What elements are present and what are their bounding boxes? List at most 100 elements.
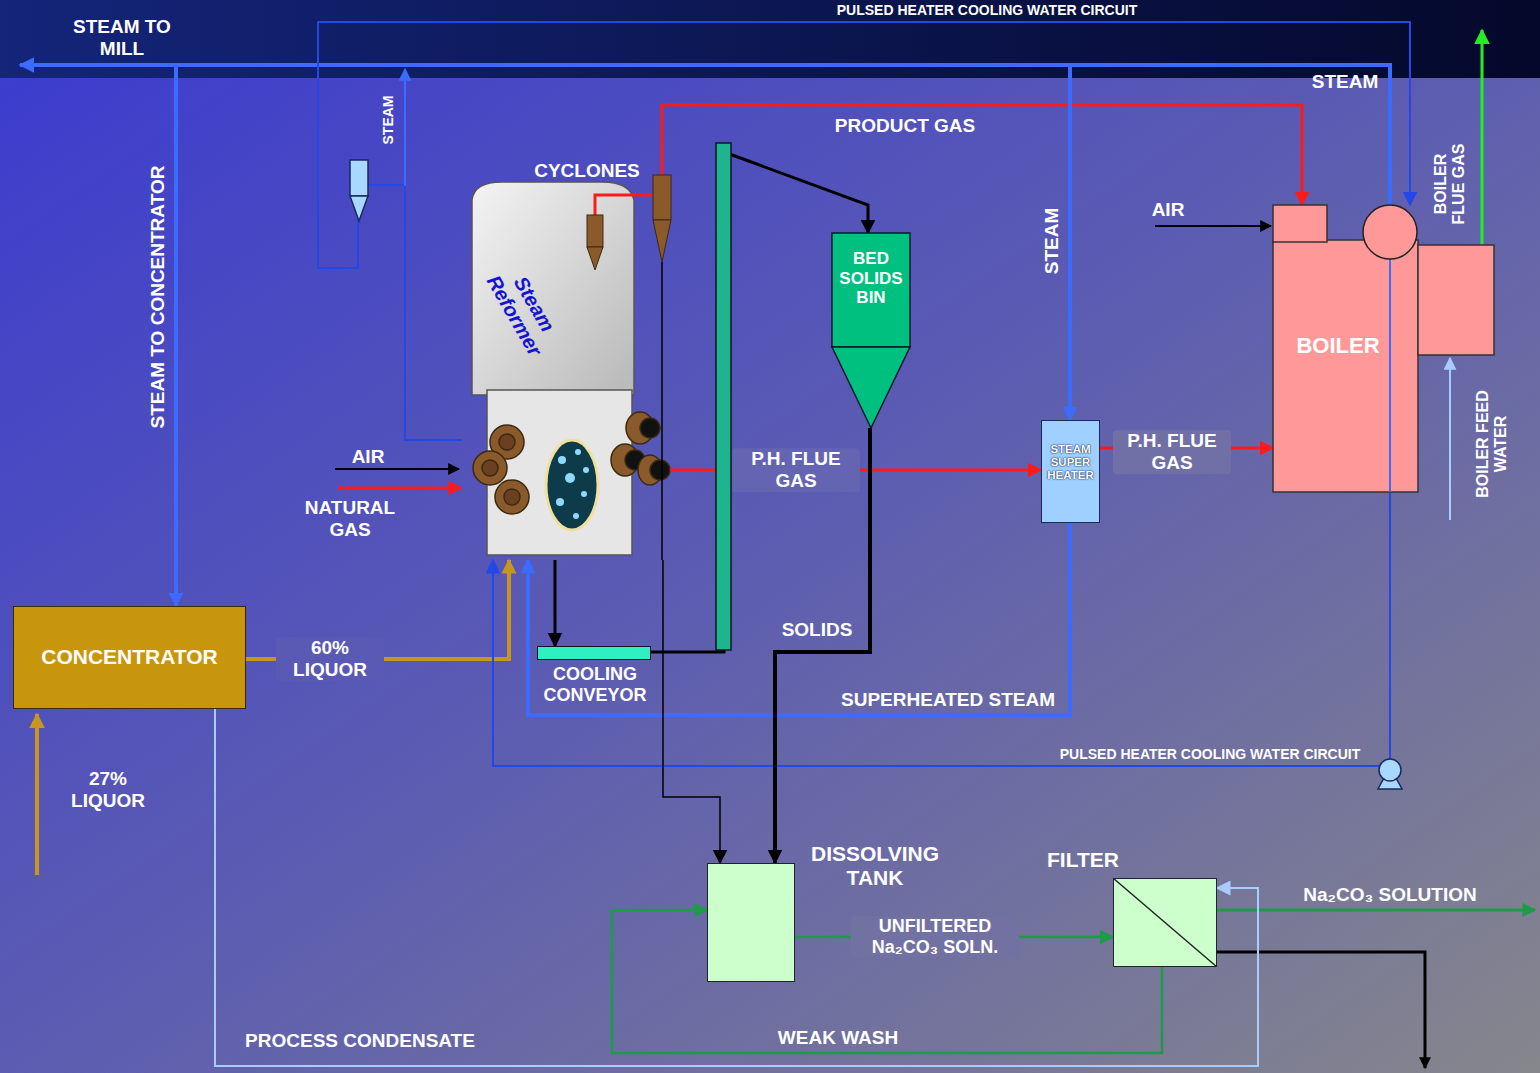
flow-connector	[176, 65, 1390, 606]
stream-label: 27% LIQUOR	[63, 768, 153, 812]
stream-label: NATURAL GAS	[300, 497, 400, 541]
bed-particles	[556, 449, 589, 519]
flow-label: 60% LIQUOR	[276, 637, 384, 681]
flow-label: STEAM TO CONCENTRATOR	[147, 166, 169, 429]
outer-cyclone	[653, 220, 671, 262]
bed-particles	[556, 498, 564, 506]
steam-superheater: STEAM SUPER HEATER	[1041, 420, 1100, 523]
flow-label: P.H. FLUE GAS	[732, 448, 860, 492]
steam-separator	[350, 160, 368, 196]
left-pulse-burners	[473, 451, 507, 485]
concentrator: CONCENTRATOR	[13, 606, 246, 709]
left-pulse-burners	[504, 489, 520, 505]
inner-cyclone	[587, 215, 603, 270]
stream-label: BOILER FEED WATER	[1474, 384, 1511, 504]
cyclone-dipleg	[661, 262, 663, 560]
filter-medium	[1114, 879, 1216, 966]
steam-reformer: Steam Reformer	[462, 160, 680, 560]
flow-label: SOLIDS	[782, 619, 853, 641]
flow-connector	[554, 560, 557, 646]
boiler-economizer	[1418, 245, 1494, 355]
bed-particles	[583, 467, 589, 473]
node-text: STEAM SUPER HEATER	[1042, 443, 1099, 483]
stream-label: STEAM	[1312, 71, 1379, 93]
node-text: BOILER	[1273, 333, 1403, 358]
stream-label: CYCLONES	[534, 160, 640, 182]
feed-water-line	[1449, 358, 1451, 520]
bin-cone	[832, 347, 910, 428]
flow-label: PRODUCT GAS	[835, 115, 975, 137]
separator-steam-line	[404, 69, 406, 186]
circulation-pump	[1379, 759, 1401, 781]
steam-reformer-outline	[462, 160, 680, 560]
node-text: CONCENTRATOR	[14, 645, 245, 669]
stream-label: STEAM TO MILL	[67, 16, 177, 60]
node-text: DISSOLVING TANK	[800, 842, 950, 890]
bed-particles	[565, 473, 575, 483]
outer-cyclone	[653, 175, 671, 220]
right-pulse-burners	[650, 460, 670, 480]
steam-separator	[350, 160, 368, 221]
product-gas-stub	[661, 160, 664, 175]
flow-connector	[215, 709, 1258, 1066]
node-text: FILTER	[1047, 848, 1119, 872]
air-feed	[335, 468, 459, 470]
stream-label: AIR	[352, 446, 385, 468]
stream-label: Na₂CO₃ SOLUTION	[1303, 884, 1476, 906]
outer-cyclone	[653, 175, 671, 262]
boiler-furnace	[1273, 240, 1418, 492]
flow-connector	[318, 22, 1410, 440]
flue-gas-stack	[1481, 30, 1484, 245]
feed-lines	[20, 30, 1535, 1068]
inner-cyclone-gas-line	[595, 195, 653, 215]
steam-to-mill-line	[20, 63, 176, 67]
bucket-elevator	[716, 143, 731, 650]
stream-label: AIR	[1152, 199, 1185, 221]
flow-label: PULSED HEATER COOLING WATER CIRCUIT	[837, 2, 1137, 18]
flow-connector	[775, 428, 870, 863]
bed-particles	[558, 456, 566, 464]
bed-solids-bin: BED SOLIDS BIN	[832, 233, 910, 428]
bin-body	[832, 233, 910, 347]
flow-label: STEAM	[1041, 208, 1063, 275]
left-pulse-burners	[499, 434, 515, 450]
node-text: COOLING CONVEYOR	[528, 664, 662, 705]
left-pulse-burners	[482, 460, 498, 476]
flow-label: P.H. FLUE GAS	[1113, 430, 1231, 474]
boiler-burner-box	[1273, 205, 1327, 242]
boiler: BOILER	[1273, 205, 1495, 492]
flow-connector	[662, 105, 1302, 205]
right-pulse-burners	[640, 418, 660, 438]
flow-label: PULSED HEATER COOLING WATER CIRCUIT	[1060, 746, 1360, 762]
reformer-lower-body	[487, 390, 632, 555]
downcomer	[1389, 259, 1391, 492]
left-pulse-burners	[473, 425, 529, 514]
node-text: BED SOLIDS BIN	[832, 249, 910, 308]
flow-label: WEAK WASH	[778, 1027, 898, 1049]
bed-cutaway	[546, 440, 598, 530]
flow-connector	[651, 152, 868, 652]
flow-connector	[612, 910, 1162, 1053]
bed-particles	[573, 513, 579, 519]
boiler-air-feed	[1155, 225, 1271, 227]
flow-label: SUPERHEATED STEAM	[841, 689, 1055, 711]
bed-particles	[575, 449, 581, 455]
flow-label: UNFILTERED Na₂CO₃ SOLN.	[851, 916, 1019, 957]
steam-separator	[350, 196, 368, 221]
reformer-upper-body	[472, 182, 634, 395]
stream-label: BOILER FLUE GAS	[1432, 134, 1469, 234]
inner-cyclone	[587, 247, 603, 270]
left-pulse-burners	[495, 480, 529, 514]
dissolving-tank: DISSOLVING TANK	[707, 863, 795, 982]
stream-label: STEAM	[380, 96, 396, 145]
carbonate-product-line	[1217, 909, 1535, 912]
weak-liquor-feed	[35, 714, 39, 875]
filter-residue-line	[1217, 952, 1425, 1068]
flow-connector	[663, 560, 720, 863]
circulation-pump	[1378, 759, 1402, 789]
inner-cyclone	[587, 215, 603, 247]
flow-label: PROCESS CONDENSATE	[245, 1030, 475, 1052]
flue-gas-stub	[670, 469, 680, 472]
